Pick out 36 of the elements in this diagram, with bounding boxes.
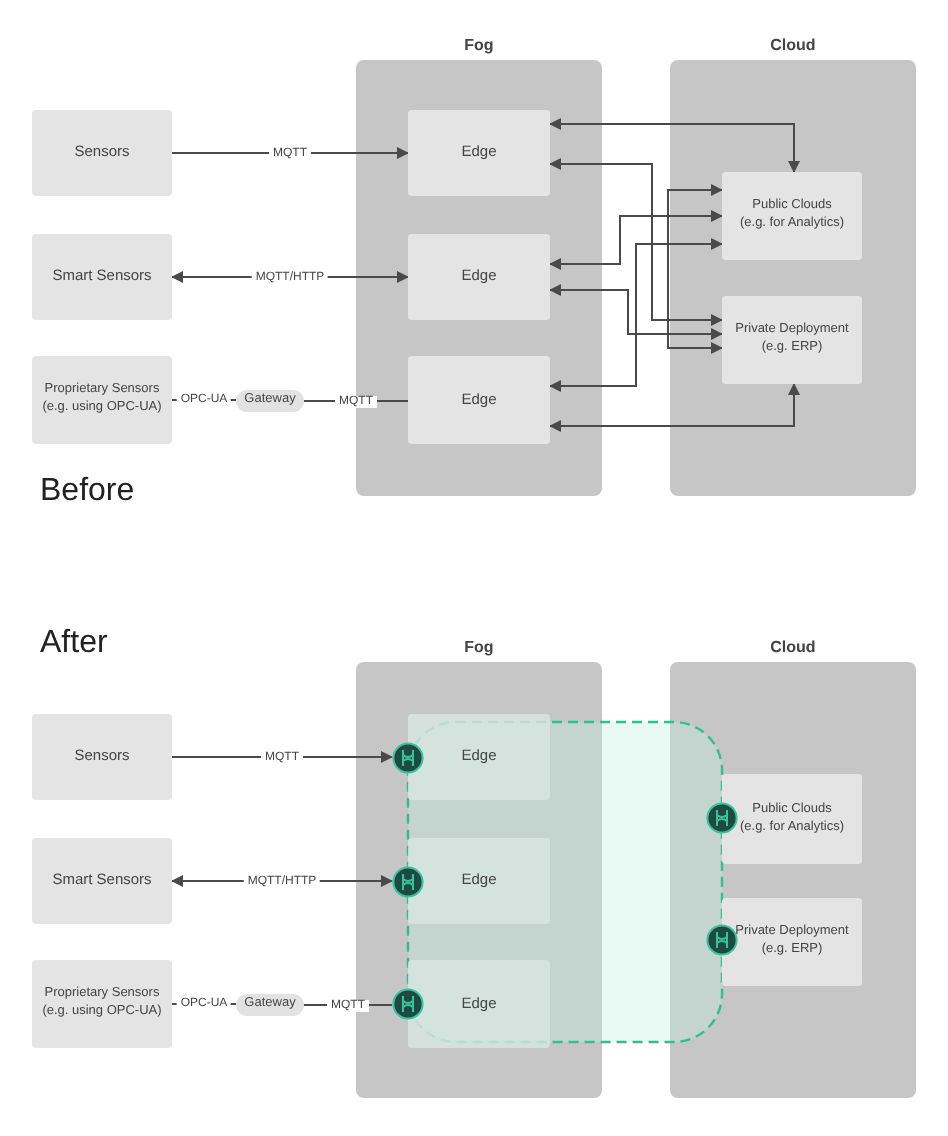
arrow [549, 238, 723, 392]
bridge-icon [392, 866, 424, 898]
process-box [32, 110, 172, 196]
process-box [408, 714, 550, 800]
process-box [408, 356, 550, 444]
process-box [408, 234, 550, 320]
arrow [549, 210, 723, 270]
process-box [408, 960, 550, 1048]
process-box [32, 356, 172, 444]
arrow [549, 158, 723, 326]
arrow [549, 118, 800, 173]
bridge-icon [392, 988, 424, 1020]
arrow [667, 184, 723, 354]
process-box [32, 960, 172, 1048]
bridge-icon [392, 742, 424, 774]
arrow [549, 284, 723, 340]
process-box [722, 296, 862, 384]
process-box [32, 234, 172, 320]
arrow [171, 751, 393, 763]
section-title: After [40, 628, 108, 660]
column-heading: Fog [462, 636, 496, 660]
bridge-icon [706, 924, 738, 956]
process-box [32, 714, 172, 800]
section-title: Before [40, 476, 135, 508]
process-box [722, 172, 862, 260]
process-box [408, 838, 550, 924]
bridge-icon [706, 802, 738, 834]
process-box [32, 838, 172, 924]
process-box [408, 110, 550, 196]
column-heading: Fog [462, 34, 496, 58]
column-heading: Cloud [768, 636, 818, 660]
arrow [549, 383, 800, 432]
arrow [171, 147, 409, 159]
column-heading: Cloud [768, 34, 818, 58]
process-box [722, 774, 862, 864]
process-box [722, 898, 862, 986]
